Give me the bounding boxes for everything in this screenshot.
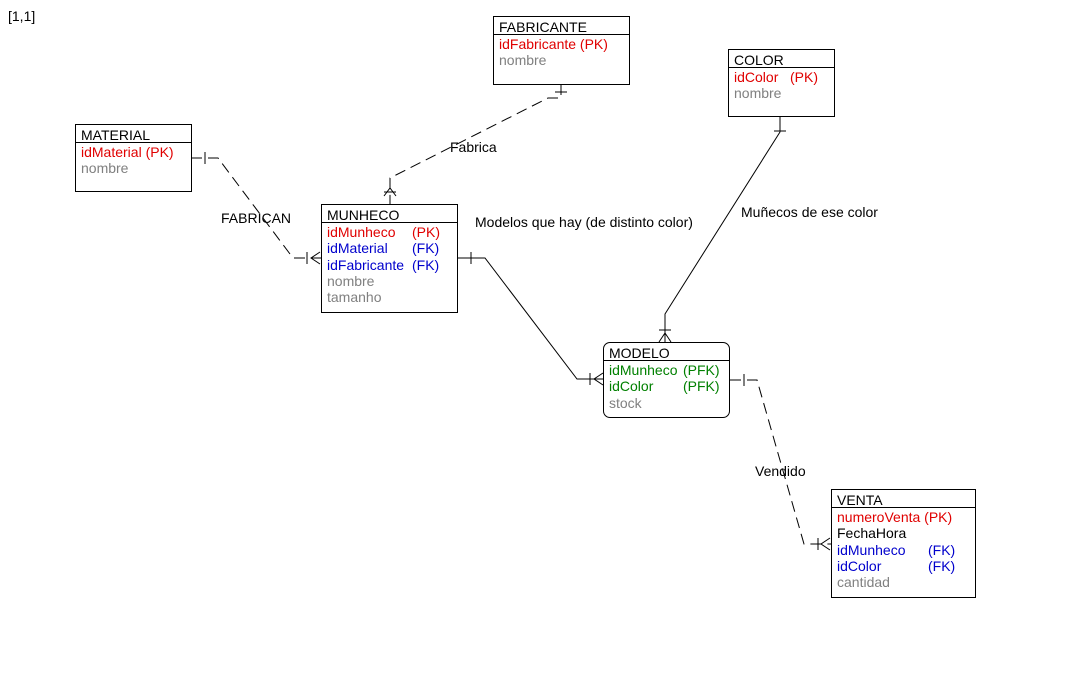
- entity-title: MODELO: [604, 343, 729, 361]
- entity-title: FABRICANTE: [494, 17, 629, 35]
- attribute-row: idColor (PFK): [609, 378, 724, 394]
- attribute-list: idColor (PK) nombre: [729, 68, 834, 102]
- attribute-row: nombre: [81, 160, 186, 176]
- attribute-name: idColor: [609, 378, 654, 395]
- corner-label: [1,1]: [8, 8, 36, 24]
- attribute-row: idColor (PK): [734, 69, 829, 85]
- entity-title: MUNHECO: [322, 205, 457, 223]
- attribute-row: idColor (FK): [837, 558, 970, 574]
- entity-title: VENTA: [832, 490, 975, 508]
- attribute-row: idFabricante (PK): [499, 36, 624, 52]
- attribute-name: idFabricante: [327, 256, 405, 273]
- attribute-name: idColor: [837, 557, 882, 574]
- rel-fabrica-line[interactable]: [383, 84, 567, 205]
- rel-modelos-label[interactable]: Modelos que hay (de distinto color): [475, 214, 693, 230]
- attribute-list: idMaterial (PK)nombre: [76, 143, 191, 177]
- rel-munecos-color-line[interactable]: [658, 116, 786, 343]
- attribute-name: tamanho: [327, 289, 382, 306]
- attribute-name: nombre: [327, 272, 375, 289]
- attribute-row: cantidad: [837, 574, 970, 590]
- attribute-list: idFabricante (PK)nombre: [494, 35, 629, 69]
- rel-fabrica-label[interactable]: Fabrica: [450, 139, 497, 155]
- rel-fabrican-label[interactable]: FABRICAN: [221, 210, 292, 226]
- attribute-name: nombre: [81, 160, 129, 177]
- attribute-name: idMaterial (PK): [81, 144, 174, 160]
- attribute-list: idMunheco (PK) idMaterial (FK) idFabricante (…: [322, 223, 457, 305]
- attribute-row: FechaHora: [837, 525, 970, 541]
- attribute-name: nombre: [499, 52, 547, 69]
- attribute-name: idMunheco: [837, 541, 906, 558]
- attribute-row: idMunheco (PFK): [609, 362, 724, 378]
- attribute-key: (PK): [412, 224, 440, 240]
- attribute-name: idMunheco: [327, 224, 396, 240]
- rel-munecos-color-label[interactable]: Muñecos de ese color: [741, 204, 878, 220]
- attribute-name: FechaHora: [837, 525, 907, 542]
- attribute-key: (FK): [928, 557, 956, 574]
- attribute-row: idMaterial (PK): [81, 144, 186, 160]
- attribute-row: idMunheco (FK): [837, 542, 970, 558]
- entity-munheco[interactable]: MUNHECO idMunheco(PK)idMaterial(FK)idFab…: [321, 204, 458, 313]
- entity-fabricante[interactable]: FABRICANTE idFabricante (PK)nombre: [493, 16, 630, 85]
- attribute-key: (FK): [928, 541, 956, 558]
- attribute-list: idMunheco (PFK) idColor (PFK) stock: [604, 361, 729, 411]
- attribute-row: idMunheco (PK): [327, 224, 452, 240]
- attribute-name: nombre: [734, 85, 782, 102]
- rel-vendido-label[interactable]: Vendido: [755, 463, 806, 479]
- attribute-row: idMaterial (FK): [327, 240, 452, 256]
- rel-vendido-line[interactable]: [730, 374, 831, 551]
- attribute-name: numeroVenta (PK): [837, 509, 953, 525]
- attribute-key: (PFK): [683, 362, 720, 378]
- attribute-name: cantidad: [837, 574, 890, 591]
- entity-color[interactable]: COLOR idColor (PK) nombre: [728, 49, 835, 117]
- attribute-row: stock: [609, 395, 724, 411]
- entity-title: COLOR: [729, 50, 834, 68]
- attribute-name: idMaterial: [327, 240, 388, 257]
- attribute-name: idFabricante (PK): [499, 36, 608, 52]
- attribute-key: (FK): [412, 256, 440, 273]
- attribute-row: idFabricante (FK): [327, 257, 452, 273]
- attribute-row: nombre: [499, 52, 624, 68]
- rel-modelos-line[interactable]: [457, 252, 604, 386]
- attribute-key: (PFK): [683, 378, 720, 395]
- attribute-name: idColor: [734, 69, 779, 85]
- attribute-key: (PK): [790, 69, 818, 85]
- attribute-name: stock: [609, 394, 642, 411]
- attribute-key: (FK): [412, 240, 440, 257]
- rel-fabrican-line[interactable]: [191, 152, 321, 265]
- entity-material[interactable]: MATERIAL idMaterial (PK)nombre: [75, 124, 192, 192]
- attribute-name: idMunheco: [609, 362, 678, 378]
- entity-modelo[interactable]: MODELO idMunheco (PFK) idColor (PFK) stock: [603, 342, 730, 418]
- attribute-row: tamanho: [327, 289, 452, 305]
- attribute-row: nombre: [327, 273, 452, 289]
- attribute-row: numeroVenta (PK): [837, 509, 970, 525]
- attribute-row: nombre: [734, 85, 829, 101]
- entity-title: MATERIAL: [76, 125, 191, 143]
